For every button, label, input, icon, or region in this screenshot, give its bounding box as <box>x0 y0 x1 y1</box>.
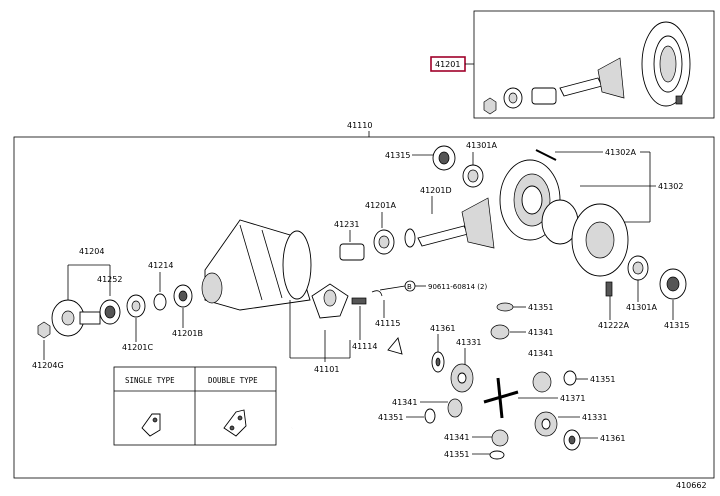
label-41351-a[interactable]: 41351 <box>528 303 553 312</box>
part-41252-seal <box>99 299 121 325</box>
part-41222a-bolt <box>605 281 613 297</box>
part-41341-gear-d <box>447 398 463 418</box>
label-41341-a[interactable]: 41341 <box>528 328 553 337</box>
part-41301a-lower <box>627 255 649 281</box>
part-41315-lower <box>659 268 687 300</box>
inset-ring-gear <box>641 21 691 107</box>
label-41204[interactable]: 41204 <box>79 247 104 256</box>
part-41315-bearing <box>432 145 456 171</box>
part-pinion-shaft <box>417 197 495 249</box>
label-41201b[interactable]: 41201B <box>172 329 203 338</box>
label-41341-d[interactable]: 41341 <box>444 433 469 442</box>
double-type-header: DOUBLE TYPE <box>208 376 258 385</box>
part-41201d-washer <box>404 228 416 248</box>
label-41361-b[interactable]: 41361 <box>600 434 625 443</box>
label-41341-b[interactable]: 41341 <box>528 349 553 358</box>
inset-box <box>473 10 715 119</box>
label-41302[interactable]: 41302 <box>658 182 683 191</box>
label-41231[interactable]: 41231 <box>334 220 359 229</box>
main-frame <box>13 136 715 479</box>
part-41331-gear-b <box>534 411 558 437</box>
label-41301a-top[interactable]: 41301A <box>466 141 497 150</box>
label-41252[interactable]: 41252 <box>97 275 122 284</box>
single-type-header: SINGLE TYPE <box>125 376 175 385</box>
label-41214[interactable]: 41214 <box>148 261 173 270</box>
double-type-bracket <box>223 409 247 437</box>
part-41371-shaft <box>483 377 519 419</box>
part-41351-washer-d <box>489 450 505 460</box>
label-41351-c[interactable]: 41351 <box>378 413 403 422</box>
inset-bolt <box>675 95 683 105</box>
part-41214-washer <box>153 293 167 311</box>
label-41101[interactable]: 41101 <box>314 365 339 374</box>
label-41222a[interactable]: 41222A <box>598 321 629 330</box>
label-41315-bottom[interactable]: 41315 <box>664 321 689 330</box>
part-41361-washer-a <box>431 351 445 373</box>
part-41351-washer-c <box>424 408 436 424</box>
label-90611[interactable]: 90611-60814 (2) <box>428 283 487 291</box>
label-41201d[interactable]: 41201D <box>420 186 452 195</box>
inset-spacer <box>531 87 557 105</box>
part-41341-gear-e <box>491 429 509 447</box>
part-carrier-housing <box>201 219 312 311</box>
label-41331-a[interactable]: 41331 <box>456 338 481 347</box>
label-41351-d[interactable]: 41351 <box>444 450 469 459</box>
label-41302a[interactable]: 41302A <box>605 148 636 157</box>
label-41341-c[interactable]: 41341 <box>392 398 417 407</box>
type-table <box>113 366 277 446</box>
label-41114[interactable]: 41114 <box>352 342 377 351</box>
part-41201b-bearing <box>173 284 193 308</box>
part-41114-bolt <box>351 297 367 305</box>
curved-arrow <box>291 337 403 431</box>
label-41331-b[interactable]: 41331 <box>582 413 607 422</box>
part-41301a-cup <box>462 164 484 188</box>
label-41115[interactable]: 41115 <box>375 319 400 328</box>
part-41302a-bolt <box>535 149 557 161</box>
part-41341-gear-c <box>532 371 552 393</box>
part-41351-washer-a <box>496 302 514 312</box>
single-type-bracket <box>141 413 161 437</box>
part-41204g-nut <box>37 321 51 339</box>
label-41351-b[interactable]: 41351 <box>590 375 615 384</box>
inset-bearing <box>503 87 523 109</box>
circle-b-label: B <box>407 283 412 291</box>
label-41301a-bottom[interactable]: 41301A <box>626 303 657 312</box>
part-41204-flange <box>51 299 101 337</box>
part-41341-gear-a <box>490 324 510 340</box>
label-41204g[interactable]: 41204G <box>32 361 64 370</box>
inset-pinion <box>559 57 625 99</box>
figure-number: 410662 <box>676 481 707 490</box>
label-41315-top[interactable]: 41315 <box>385 151 410 160</box>
label-41110[interactable]: 41110 <box>347 121 372 130</box>
part-41115-clip <box>371 290 383 297</box>
label-41371[interactable]: 41371 <box>560 394 585 403</box>
part-diff-case <box>541 199 629 277</box>
part-41201a-bearing <box>373 229 395 255</box>
part-41351-washer-b <box>563 370 577 386</box>
part-41361-washer-b <box>563 429 581 451</box>
part-41331-gear-a <box>450 363 474 393</box>
label-41201a[interactable]: 41201A <box>365 201 396 210</box>
label-41361-a[interactable]: 41361 <box>430 324 455 333</box>
highlight-label[interactable]: 41201 <box>435 60 460 69</box>
part-41231-spacer <box>339 243 365 261</box>
inset-nut <box>483 97 497 115</box>
part-bearing-cap <box>311 283 349 319</box>
label-41201c[interactable]: 41201C <box>122 343 153 352</box>
part-41201c-bearing <box>126 294 146 318</box>
